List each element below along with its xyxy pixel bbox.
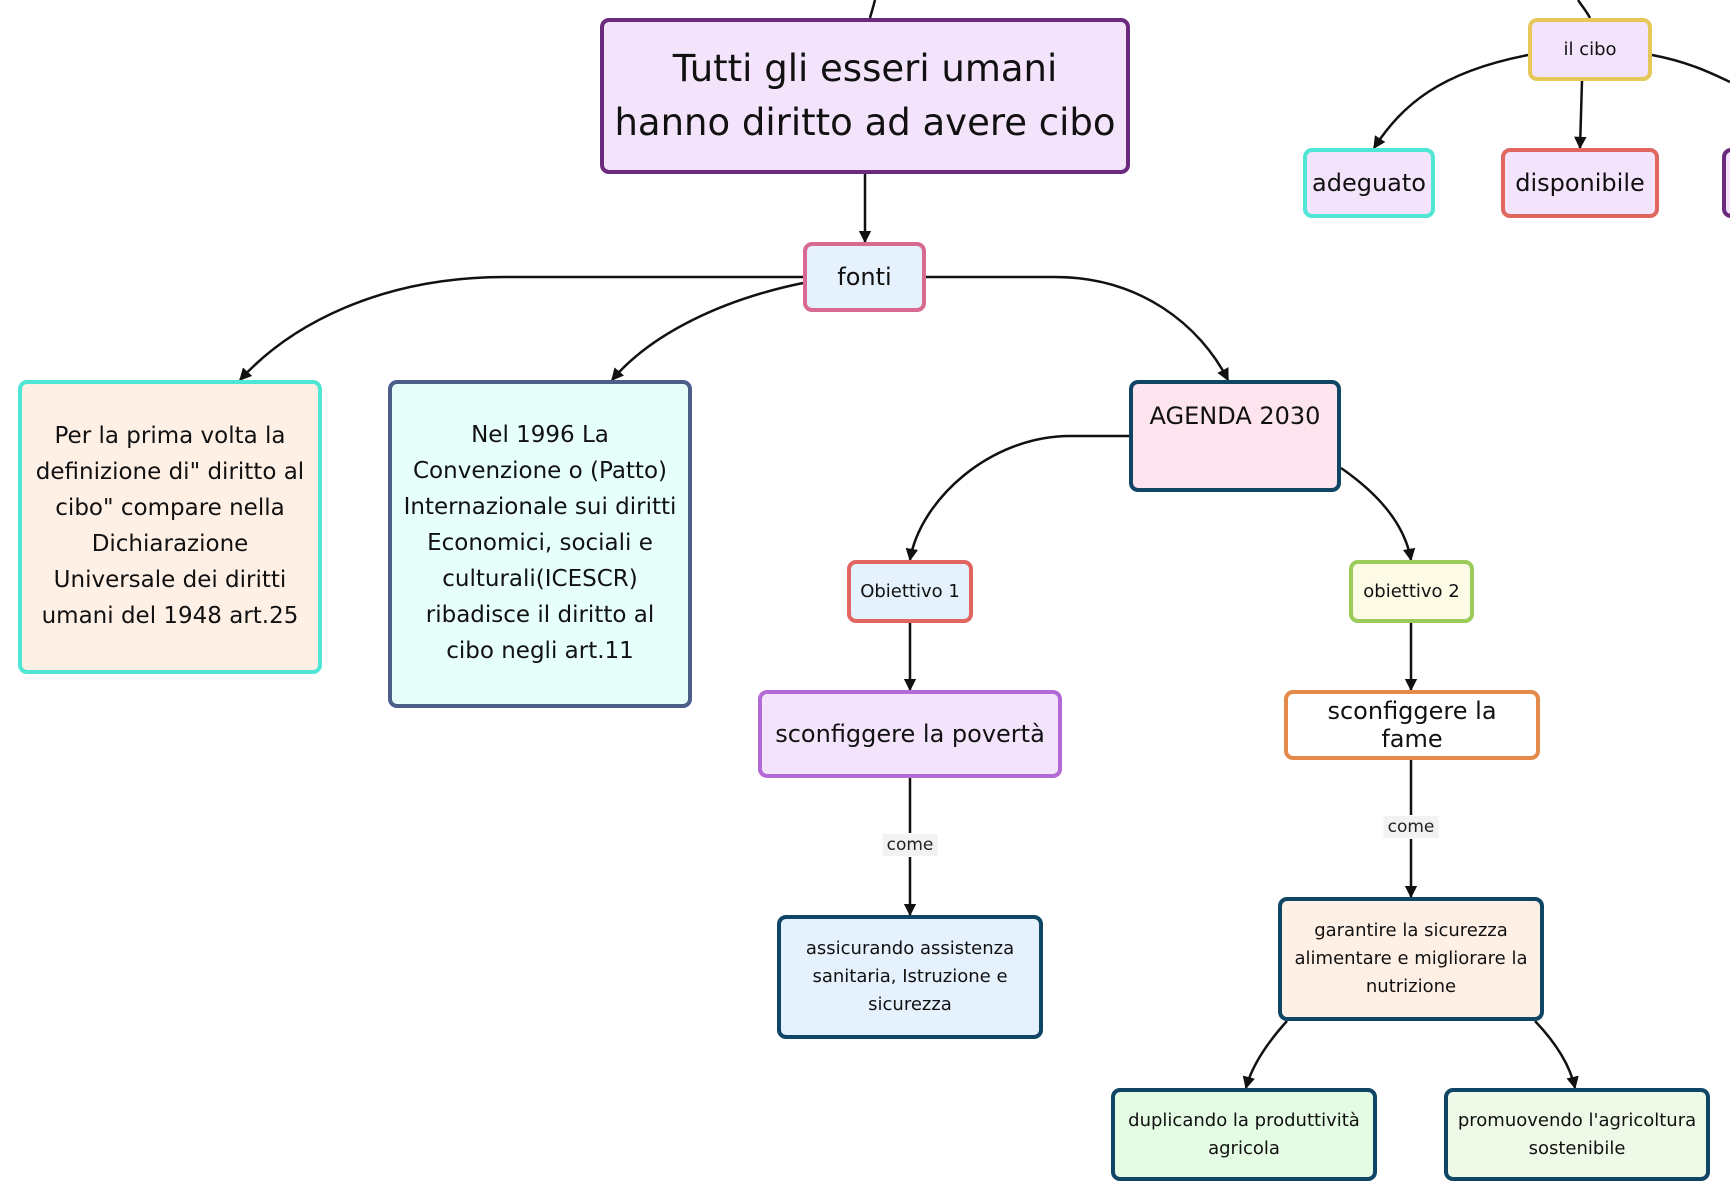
sicurezza-alimentare-text: garantire la sicurezza alimentare e migl… <box>1294 920 1528 997</box>
sconfiggere-fame-text: sconfiggere la fame <box>1327 697 1497 753</box>
obiettivo-2-node[interactable]: obiettivo 2 <box>1349 560 1474 623</box>
agenda-2030-node[interactable]: AGENDA 2030 <box>1129 380 1341 492</box>
il-cibo-node[interactable]: il cibo <box>1528 18 1652 81</box>
main-concept-node[interactable]: Tutti gli esseri umani hanno diritto ad … <box>600 18 1130 174</box>
agricoltura-text: promuovendo l'agricoltura sostenibile <box>1457 1109 1697 1159</box>
sconfiggere-fame-node[interactable]: sconfiggere la fame <box>1284 690 1540 760</box>
edge-fonti-to-prima <box>239 275 803 381</box>
icescr-text: Nel 1996 La Convenzione o (Patto) Intern… <box>403 422 677 664</box>
edge-sicur-to-agricolt <box>1534 1020 1579 1090</box>
sconfiggere-poverta-node[interactable]: sconfiggere la povertà <box>758 690 1062 778</box>
edge-sicur-to-produtt <box>1242 1020 1288 1090</box>
sicurezza-alimentare-node[interactable]: garantire la sicurezza alimentare e migl… <box>1278 897 1544 1021</box>
prima-volta-text: Per la prima volta la definizione di" di… <box>35 423 305 629</box>
adeguato-text: adeguato <box>1312 169 1426 197</box>
produttivita-text: duplicando la produttività agricola <box>1128 1109 1360 1159</box>
disponibile-node[interactable]: disponibile <box>1501 148 1659 218</box>
edge-top-to-il-cibo <box>1576 0 1592 19</box>
edge-il-cibo-to-right <box>1651 53 1730 84</box>
produttivita-node[interactable]: duplicando la produttività agricola <box>1111 1088 1377 1181</box>
edge-il-cibo-to-disp <box>1574 80 1587 150</box>
prima-volta-node[interactable]: Per la prima volta la definizione di" di… <box>18 380 322 674</box>
obiettivo-1-node[interactable]: Obiettivo 1 <box>847 560 973 623</box>
il-cibo-text: il cibo <box>1563 39 1617 60</box>
assistenza-node[interactable]: assicurando assistenza sanitaria, Istruz… <box>777 915 1043 1039</box>
offscreen-node-edge <box>1722 148 1730 218</box>
agenda-2030-text: AGENDA 2030 <box>1149 402 1321 430</box>
sconfiggere-poverta-text: sconfiggere la povertà <box>775 720 1045 748</box>
edge-fonti-to-agenda <box>926 275 1230 382</box>
edge-agenda-to-obi1 <box>905 434 1129 562</box>
fonti-node[interactable]: fonti <box>803 242 926 312</box>
edge-top-to-main <box>868 0 877 19</box>
edge-il-cibo-to-adeg <box>1372 53 1529 150</box>
edge-agenda-to-obi2 <box>1340 466 1416 562</box>
edge-label-come-left: come <box>882 834 938 856</box>
fonti-text: fonti <box>837 263 892 291</box>
adeguato-node[interactable]: adeguato <box>1303 148 1435 218</box>
edge-label-come-right: come <box>1383 816 1439 838</box>
obiettivo-2-text: obiettivo 2 <box>1363 581 1460 602</box>
disponibile-text: disponibile <box>1515 169 1645 197</box>
icescr-node[interactable]: Nel 1996 La Convenzione o (Patto) Intern… <box>388 380 692 708</box>
assistenza-text: assicurando assistenza sanitaria, Istruz… <box>805 938 1015 1015</box>
edge-fonti-to-icescr <box>611 281 804 381</box>
agricoltura-node[interactable]: promuovendo l'agricoltura sostenibile <box>1444 1088 1710 1181</box>
main-concept-text: Tutti gli esseri umani hanno diritto ad … <box>614 47 1116 144</box>
obiettivo-1-text: Obiettivo 1 <box>860 581 960 602</box>
